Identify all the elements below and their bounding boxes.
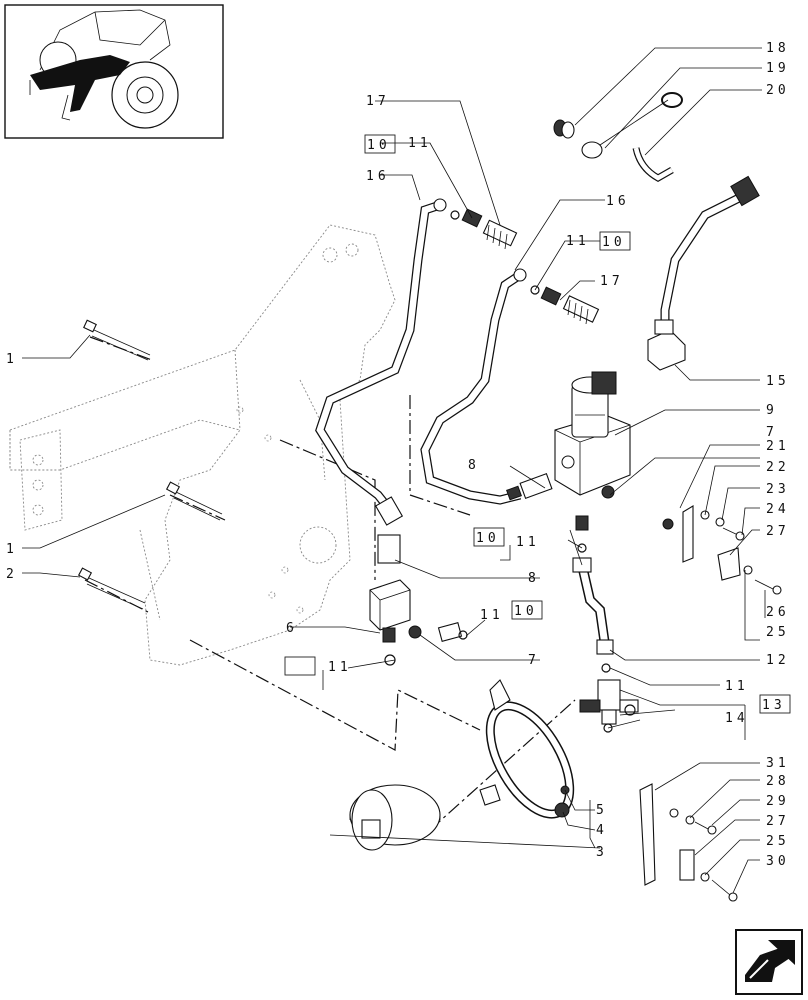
callout: 6: [286, 621, 298, 636]
callout: 19: [766, 61, 790, 76]
callout: 14: [725, 711, 749, 726]
leader-lines: [22, 47, 766, 894]
callout: 5: [596, 803, 608, 818]
callout: 27: [766, 814, 790, 829]
callout: 29: [766, 794, 790, 809]
clamp-bracket: [479, 679, 575, 819]
fittings-mid-right: [575, 485, 615, 553]
tractor-thumbnail: [4, 4, 224, 139]
bracket-lower: [639, 783, 738, 902]
bolt-1-upper: [83, 319, 151, 361]
grommet-18: [553, 119, 575, 139]
callout: 10: [367, 138, 391, 153]
callout: 10: [476, 531, 500, 546]
tractor-frame-outline: [9, 224, 396, 666]
callout: 11: [408, 136, 432, 151]
wiring-harness: [647, 175, 760, 371]
hose-left: [315, 198, 447, 526]
callout: 15: [766, 374, 790, 389]
callout: 11: [516, 535, 540, 550]
callout: 9: [766, 403, 778, 418]
fittings-upper-right: [530, 285, 600, 325]
callout-boxes: [284, 134, 791, 714]
callout: 30: [766, 854, 790, 869]
callout: 8: [528, 571, 540, 586]
callout: 17: [366, 94, 390, 109]
callout: 25: [766, 834, 790, 849]
callout: 31: [766, 756, 790, 771]
callout: 1: [6, 352, 18, 367]
callout: 26: [766, 605, 790, 620]
callout: 3: [596, 845, 608, 860]
callout: 27: [766, 524, 790, 539]
solenoid-valve: [554, 371, 631, 496]
callout: 11: [725, 679, 749, 694]
callout: 8: [468, 458, 480, 473]
callout: 10: [602, 235, 626, 250]
callout: 10: [514, 604, 538, 619]
callout: 20: [766, 83, 790, 98]
bolt-2: [77, 567, 146, 610]
callout: 2: [6, 567, 18, 582]
callout: 16: [606, 194, 630, 209]
callout: 1: [6, 542, 18, 557]
callout: 11: [328, 660, 352, 675]
callout: 22: [766, 460, 790, 475]
callout: 11: [566, 234, 590, 249]
callout: 24: [766, 502, 790, 517]
callout: 28: [766, 774, 790, 789]
callout: 21: [766, 439, 790, 454]
callout: 16: [366, 169, 390, 184]
accumulator: [349, 784, 441, 851]
callout: 4: [596, 823, 608, 838]
callout: 12: [766, 653, 790, 668]
page-turn-arrow-icon[interactable]: [735, 929, 803, 995]
fitting-8-upper: [506, 472, 553, 501]
callout: 23: [766, 482, 790, 497]
hose-right: [420, 268, 527, 505]
callout: 13: [762, 698, 786, 713]
callout: 17: [600, 274, 624, 289]
callout-labels: 1 1 2 3 4 5 6 7 7 8 8 9 10 10 10 10 11 1…: [6, 41, 790, 869]
callout: 25: [766, 625, 790, 640]
clip-20: [632, 147, 674, 183]
bracket-upper: [662, 505, 782, 595]
bolt-1-lower: [165, 481, 223, 521]
tee-fitting: [579, 679, 639, 733]
callout: 18: [766, 41, 790, 56]
fittings-upper-left: [450, 208, 518, 250]
fittings-10-11-left: [437, 621, 468, 643]
callout: 7: [528, 653, 540, 668]
valve-block-6: [369, 534, 422, 666]
pipe-12: [572, 557, 614, 673]
callout: 11: [480, 608, 504, 623]
callout: 7: [766, 425, 778, 440]
cable-tie-19: [581, 92, 683, 159]
